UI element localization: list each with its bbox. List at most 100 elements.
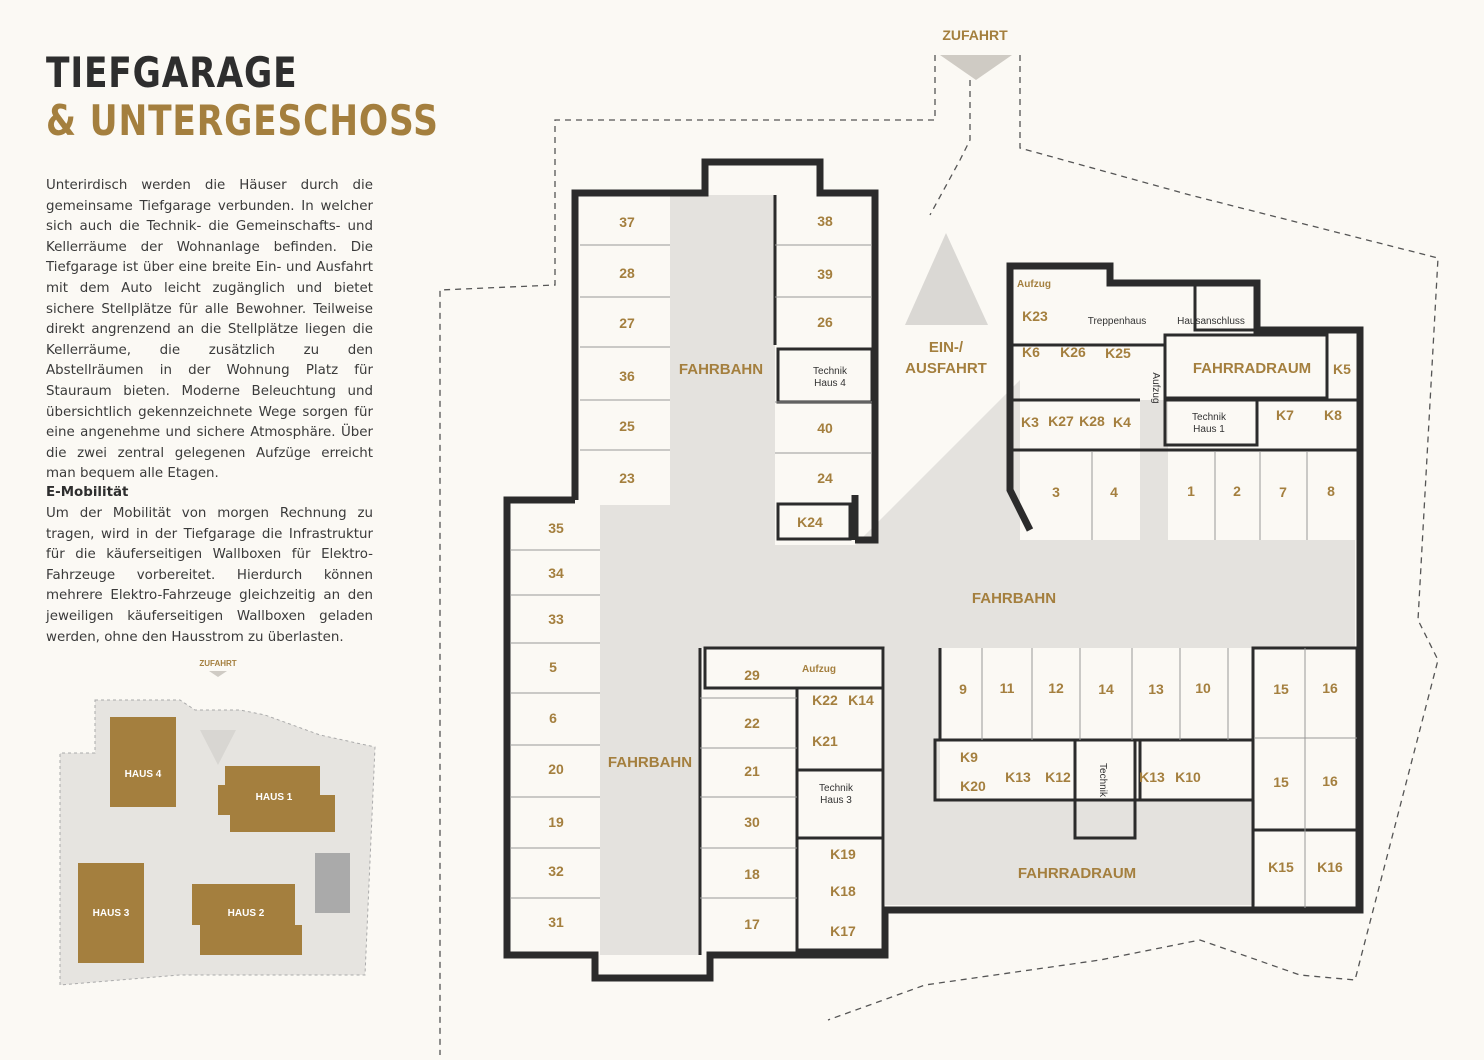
- ein-ausfahrt-line2: AUSFAHRT: [905, 360, 987, 377]
- technik-haus1-line1: Technik: [1192, 412, 1227, 423]
- space-3: 3: [1052, 484, 1060, 500]
- parking-dividers: [510, 244, 1357, 908]
- cellar-k9: K9: [960, 749, 978, 765]
- space-15-b: 15: [1273, 774, 1289, 790]
- cellar-k8: K8: [1324, 407, 1342, 423]
- site-map-building: [315, 853, 350, 913]
- technik-haus2-label: Technik: [1097, 763, 1108, 798]
- cellar-k19: K19: [830, 846, 856, 862]
- site-map-entry-arrow: [209, 671, 227, 677]
- interior-walls: [698, 195, 1359, 955]
- cellar-k3: K3: [1021, 414, 1039, 430]
- intro-paragraph: Unterirdisch werden die Häuser durch die…: [46, 178, 373, 482]
- treppenhaus-label: Treppenhaus: [1088, 316, 1147, 327]
- emobility-heading: E-Mobilität: [46, 485, 129, 500]
- property-boundary: [439, 55, 1439, 1055]
- emobility-paragraph: Um der Mobilität von morgen Rechnung zu …: [46, 506, 373, 645]
- space-19: 19: [548, 814, 564, 830]
- site-map-haus2-label: HAUS 2: [228, 908, 265, 919]
- entry-arrow: [940, 55, 1012, 80]
- space-9: 9: [959, 681, 967, 697]
- cellar-k17: K17: [830, 923, 856, 939]
- technik-haus3-line2: Haus 3: [820, 795, 852, 806]
- parking-space-numbers: 37 28 27 36 25 23 38 39 26 40 24 35 34 3…: [548, 213, 1338, 932]
- site-map-haus3-label: HAUS 3: [93, 908, 130, 919]
- cellar-k24: K24: [797, 514, 823, 530]
- space-14: 14: [1098, 681, 1114, 697]
- space-17: 17: [744, 916, 760, 932]
- space-11: 11: [1000, 680, 1015, 696]
- space-32: 32: [548, 863, 564, 879]
- space-25: 25: [619, 418, 635, 434]
- space-8: 8: [1327, 483, 1335, 499]
- cellar-k23: K23: [1022, 308, 1048, 324]
- cellar-k18: K18: [830, 883, 856, 899]
- space-20: 20: [548, 761, 564, 777]
- site-map-haus3: [78, 863, 144, 963]
- space-7: 7: [1279, 484, 1287, 500]
- space-5: 5: [549, 659, 557, 675]
- fahrradraum-label-bottom: FAHRRADRAUM: [1018, 865, 1136, 882]
- space-13: 13: [1148, 681, 1164, 697]
- cellar-k15: K15: [1268, 859, 1294, 875]
- cellar-k12: K12: [1045, 769, 1071, 785]
- space-36: 36: [619, 368, 635, 384]
- cellar-k6: K6: [1022, 344, 1040, 360]
- site-map-haus1: [218, 766, 335, 832]
- cellar-k10: K10: [1175, 769, 1201, 785]
- cellar-k21: K21: [812, 733, 838, 749]
- fahrbahn-label-top: FAHRBAHN: [679, 361, 763, 378]
- space-40: 40: [817, 420, 833, 436]
- space-6: 6: [549, 710, 557, 726]
- space-21: 21: [744, 763, 760, 779]
- space-26: 26: [817, 314, 833, 330]
- technik-haus4-line2: Haus 4: [814, 378, 846, 389]
- space-35: 35: [548, 520, 564, 536]
- site-map-haus4-label: HAUS 4: [125, 769, 162, 780]
- site-map: ZUFAHRT HAUS 4 HAUS 1 HAUS 3 HAUS 2: [59, 659, 376, 986]
- utility-labels: Aufzug Aufzug Treppenhaus Hausanschluss …: [802, 279, 1245, 806]
- ein-ausfahrt-line1: EIN-/: [929, 339, 964, 356]
- cellar-k13-b: K13: [1139, 769, 1165, 785]
- page-title-line-2: & UNTERGESCHOSS: [46, 96, 439, 145]
- space-29: 29: [744, 667, 760, 683]
- zufahrt-label: ZUFAHRT: [942, 27, 1008, 43]
- technik-haus1-line2: Haus 1: [1193, 424, 1225, 435]
- technik-haus3-line1: Technik: [819, 783, 854, 794]
- driveway-labels: FAHRBAHN FAHRBAHN FAHRBAHN FAHRRADRAUM F…: [608, 360, 1311, 882]
- fahrbahn-label-left: FAHRBAHN: [608, 754, 692, 771]
- cellar-k22: K22: [812, 692, 838, 708]
- space-39: 39: [817, 266, 833, 282]
- space-22: 22: [744, 715, 760, 731]
- exterior-walls: [503, 158, 1364, 982]
- cellar-k16: K16: [1317, 859, 1343, 875]
- technik-haus4-line1: Technik: [813, 366, 848, 377]
- cellar-k5: K5: [1333, 361, 1351, 377]
- space-15-a: 15: [1273, 681, 1289, 697]
- cellar-k20: K20: [960, 778, 986, 794]
- space-31: 31: [548, 914, 564, 930]
- page-title-line-1: TIEFGARAGE: [46, 48, 298, 97]
- cellar-k7: K7: [1276, 407, 1294, 423]
- space-18: 18: [744, 866, 760, 882]
- site-map-haus1-label: HAUS 1: [256, 792, 293, 803]
- cellar-k14: K14: [848, 692, 874, 708]
- space-28: 28: [619, 265, 635, 281]
- space-33: 33: [548, 611, 564, 627]
- space-27: 27: [619, 315, 635, 331]
- space-10: 10: [1195, 680, 1211, 696]
- space-2: 2: [1233, 483, 1241, 499]
- cellar-k25: K25: [1105, 345, 1131, 361]
- aufzug-label-bottom: Aufzug: [802, 664, 836, 675]
- cellar-k26: K26: [1060, 344, 1086, 360]
- space-4: 4: [1110, 484, 1118, 500]
- hausanschluss-label: Hausanschluss: [1177, 316, 1245, 327]
- space-16-a: 16: [1322, 680, 1338, 696]
- cellar-k28: K28: [1079, 413, 1105, 429]
- aufzug-label-top: Aufzug: [1017, 279, 1051, 290]
- space-12: 12: [1048, 680, 1064, 696]
- space-37: 37: [619, 214, 635, 230]
- cellar-labels: K23 K6 K26 K25 K5 K3 K27 K28 K4 K7 K8 K2…: [797, 308, 1351, 939]
- space-34: 34: [548, 565, 564, 581]
